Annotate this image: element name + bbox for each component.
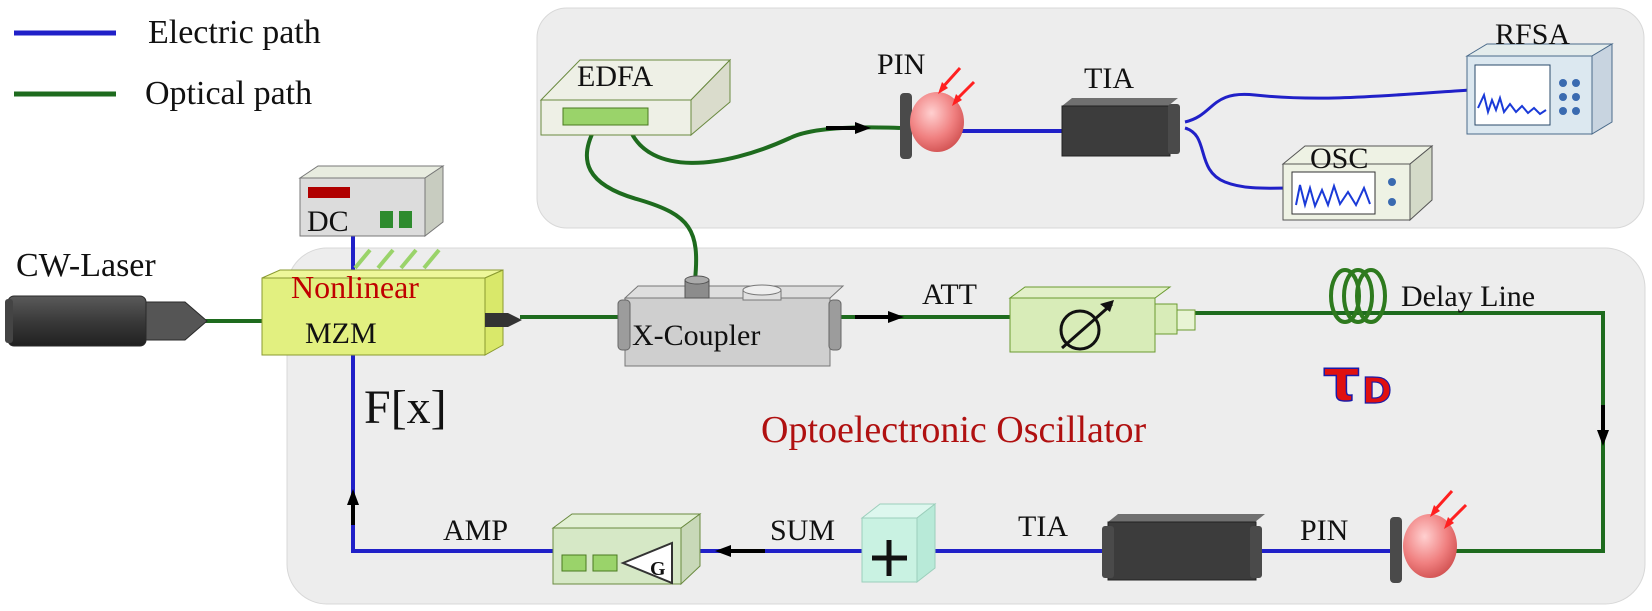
arrow-to-amp xyxy=(715,545,731,557)
tia-bottom: TIA xyxy=(1018,510,1265,581)
osc-label: OSC xyxy=(1310,142,1368,175)
electric-path-tia-osc xyxy=(1184,126,1291,190)
tau-symbol: τ xyxy=(1323,346,1360,414)
att-label: ATT xyxy=(922,278,977,311)
tia-bottom-label: TIA xyxy=(1018,510,1068,543)
delay-line-coil: Delay Line xyxy=(1329,268,1535,324)
rf-electrodes xyxy=(353,248,441,270)
amp-label: AMP xyxy=(443,514,508,547)
pin-top-label: PIN xyxy=(877,48,925,81)
transfer-function-label: F[x] xyxy=(364,381,447,434)
arrow-to-att xyxy=(888,311,904,323)
x-coupler: X-Coupler xyxy=(617,275,845,367)
amp-amplifier: G AMP xyxy=(443,513,702,586)
arrow-to-pin-top xyxy=(855,122,871,134)
arrow-up-left xyxy=(347,489,359,505)
rfsa-analyzer: RFSA xyxy=(1465,18,1614,135)
edfa-label: EDFA xyxy=(577,60,653,93)
oscilloscope: OSC xyxy=(1281,142,1434,222)
dc-source: DC xyxy=(298,165,445,238)
legend-optical-label: Optical path xyxy=(145,75,312,112)
rfsa-label: RFSA xyxy=(1495,18,1570,51)
delay-line-label: Delay Line xyxy=(1401,280,1535,313)
gain-label: G xyxy=(650,558,666,580)
attenuator: ATT xyxy=(922,278,1196,353)
nonlinear-label: Nonlinear xyxy=(291,269,419,305)
cw-laser-label: CW-Laser xyxy=(16,247,156,284)
optical-path-coupler-edfa xyxy=(584,127,699,281)
mzm-label: MZM xyxy=(305,317,377,350)
photodiode-top: PIN xyxy=(877,48,976,159)
legend: Electric path Optical path xyxy=(14,14,321,112)
legend-electric-label: Electric path xyxy=(148,14,321,51)
tia-top-label: TIA xyxy=(1084,62,1134,95)
mzm-modulator: Nonlinear MZM xyxy=(261,269,522,356)
sum-label: SUM xyxy=(770,514,835,547)
tau-d-label: τ D xyxy=(1322,345,1392,415)
photodiode-bottom: PIN xyxy=(1300,489,1468,583)
arrow-down-right xyxy=(1597,430,1609,446)
sum-block: SUM xyxy=(770,502,937,584)
oeo-title: Optoelectronic Oscillator xyxy=(761,409,1146,451)
x-coupler-label: X-Coupler xyxy=(632,319,760,352)
dc-label: DC xyxy=(307,205,349,238)
edfa-amplifier: EDFA xyxy=(539,58,732,137)
pin-bottom-label: PIN xyxy=(1300,514,1348,547)
electric-path-tia-rfsa xyxy=(1184,88,1471,124)
tia-top: TIA xyxy=(1061,62,1180,157)
cw-laser: CW-Laser xyxy=(5,247,208,347)
tau-subscript: D xyxy=(1362,371,1392,412)
